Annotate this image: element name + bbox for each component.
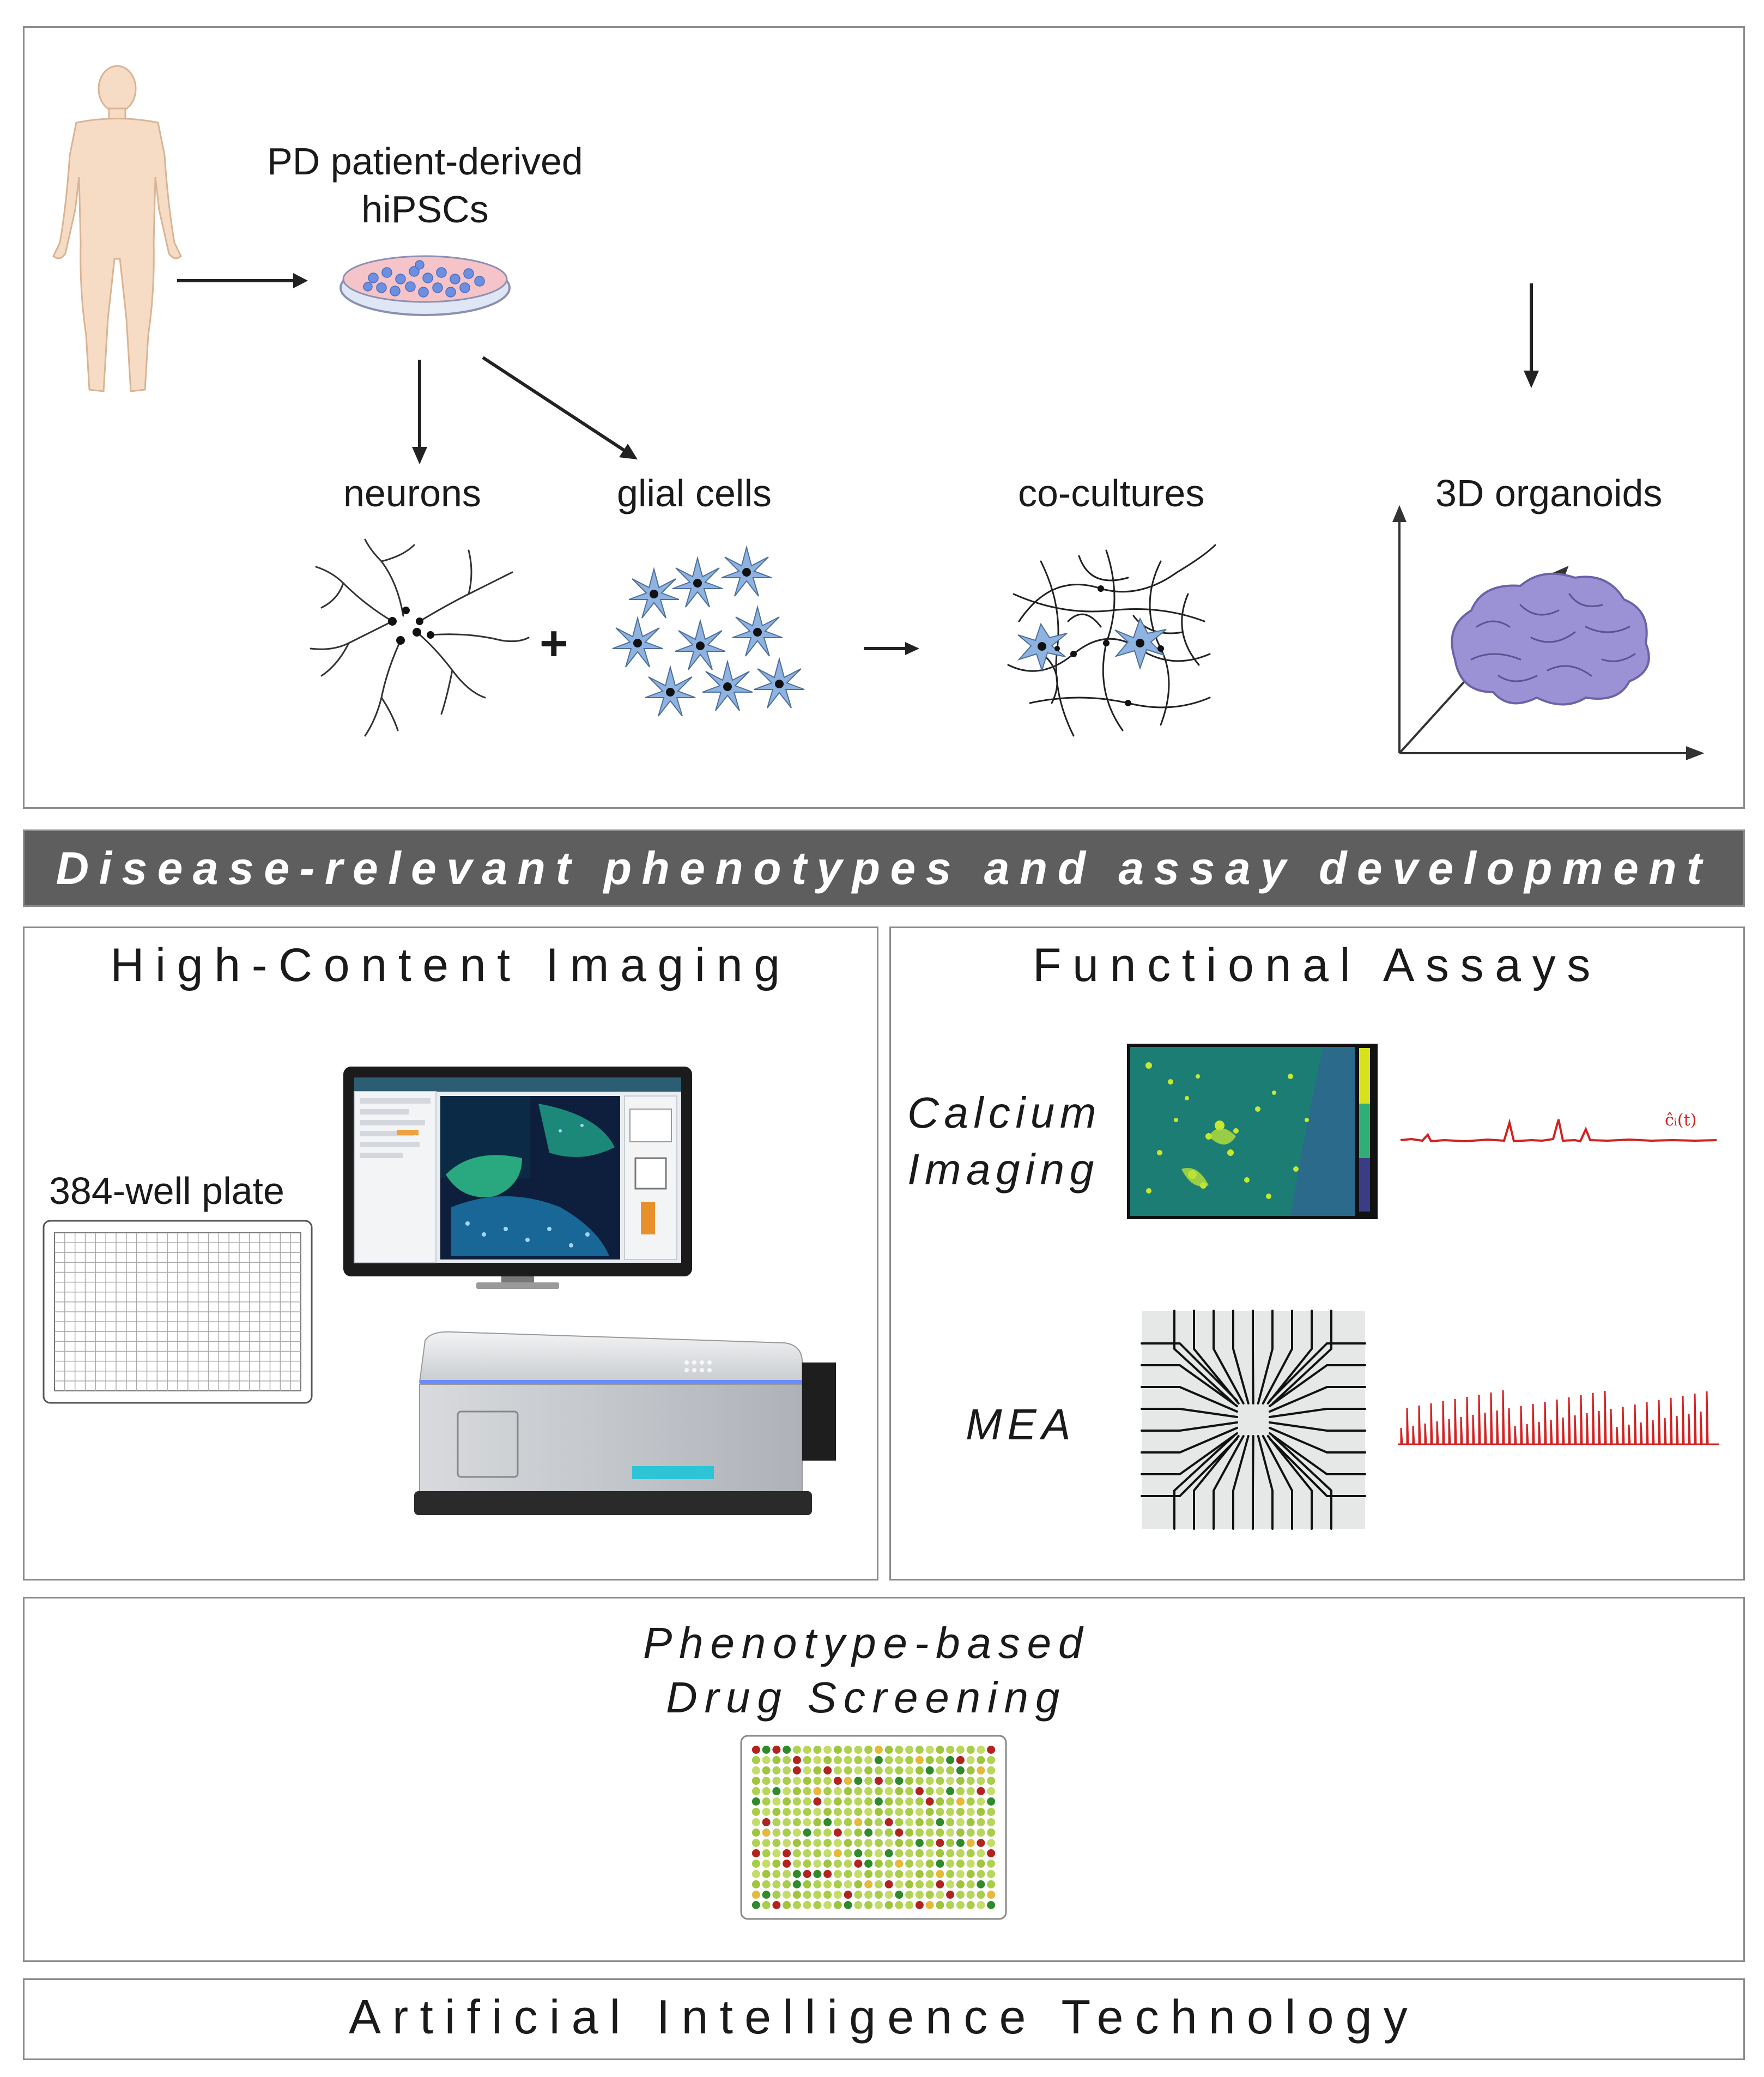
co-cultures-label: co-cultures [1018, 472, 1205, 514]
mea-spike-trace [1398, 1390, 1719, 1445]
well-plate-384 [43, 1220, 313, 1404]
petri-dish-icon [340, 255, 511, 316]
glial-cells-sketch [612, 547, 805, 717]
hci-title: High-Content Imaging [110, 939, 791, 991]
banner-title: Disease-relevant phenotypes and assay de… [56, 842, 1712, 894]
ai-technology-panel [23, 1978, 1745, 2060]
neurons-label: neurons [343, 472, 481, 514]
calcium-imaging-label: Calcium Imaging [907, 1088, 1102, 1194]
organoids-label: 3D organoids [1435, 472, 1663, 514]
assay-development-banner: Disease-relevant phenotypes and assay de… [23, 829, 1745, 907]
arrow-to-neurons [412, 360, 427, 464]
imaging-monitor-icon [343, 1067, 692, 1289]
imaging-device-icon [414, 1331, 836, 1515]
screening-heat-plate [740, 1735, 1007, 1920]
glial-cells-label: glial cells [617, 472, 772, 514]
mea-label: MEA [966, 1400, 1076, 1449]
brain-organoid-icon [1451, 572, 1650, 706]
arrow-to-glia [482, 356, 638, 459]
arrow-to-organoids [1524, 283, 1539, 388]
arrow-to-cocultures [864, 642, 919, 655]
trace-label: ĉᵢ(t) [1665, 1111, 1697, 1130]
neurons-sketch [310, 538, 530, 737]
mea-electrode-array [1141, 1310, 1366, 1530]
calcium-trace [1400, 1118, 1717, 1143]
derivation-panel [23, 26, 1745, 809]
functional-title: Functional Assays [1032, 939, 1602, 991]
co-cultures-sketch [1007, 544, 1216, 737]
organoid-axes [1392, 505, 1705, 760]
human-body-icon [52, 65, 182, 392]
arrow-to-hipsc [177, 273, 308, 288]
plus-symbol: + [539, 616, 568, 671]
calcium-imaging-heatmap [1127, 1044, 1378, 1219]
hipsc-source-label: PD patient-derived hiPSCs [267, 140, 583, 231]
plate-label: 384-well plate [49, 1170, 284, 1212]
ai-title: Artificial Intelligence Technology [349, 1990, 1419, 2044]
screening-title: Phenotype-based Drug Screening [643, 1619, 1090, 1722]
